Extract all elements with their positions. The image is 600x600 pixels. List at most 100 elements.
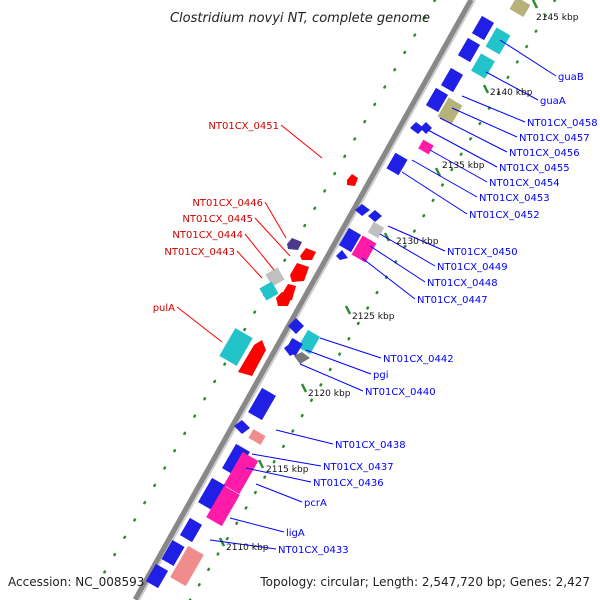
tick-label: 2110 kbp bbox=[226, 543, 269, 553]
outer-leader-line bbox=[299, 363, 364, 392]
gene-nt01cx-0444a bbox=[290, 263, 309, 282]
map-title: Clostridium novyi NT, complete genome bbox=[170, 11, 430, 26]
outer-gene-label: NT01CX_0442 bbox=[383, 354, 454, 365]
inner-leader-line bbox=[254, 217, 291, 257]
outer-gene-label: NT01CX_0458 bbox=[527, 118, 598, 129]
gene-tan-top bbox=[509, 0, 531, 18]
outer-leader-line bbox=[361, 257, 416, 300]
tick-label: 2120 kbp bbox=[308, 389, 351, 399]
outer-gene-label: NT01CX_0457 bbox=[519, 133, 590, 144]
gene-blue-top2 bbox=[457, 37, 481, 63]
genes-inner bbox=[219, 174, 358, 376]
tick-label: 2140 kbp bbox=[490, 88, 533, 98]
gene-blue-pgi bbox=[284, 342, 298, 356]
tick-label: 2115 kbp bbox=[266, 465, 309, 475]
inner-leader-line bbox=[280, 124, 323, 159]
gene-cyan-guab bbox=[471, 53, 495, 79]
outer-leader-line bbox=[275, 429, 334, 445]
gene-blue-liga bbox=[179, 517, 203, 543]
gene-blue-452 bbox=[355, 204, 370, 216]
inner-leader-line bbox=[264, 201, 287, 239]
outer-gene-label: NT01CX_0448 bbox=[427, 278, 498, 289]
outer-leader-line bbox=[245, 467, 312, 483]
outer-gene-label: NT01CX_0433 bbox=[278, 545, 349, 556]
outer-gene-label: NT01CX_0454 bbox=[489, 178, 560, 189]
outer-leader-line bbox=[429, 149, 488, 183]
inner-gene-label: pulA bbox=[153, 303, 175, 314]
gene-cyan-442 bbox=[297, 329, 321, 355]
outer-gene-label: ligA bbox=[286, 528, 305, 539]
outer-leader-line bbox=[439, 117, 508, 153]
inner-gene-label: NT01CX_0446 bbox=[192, 198, 263, 209]
outer-leader-line bbox=[461, 95, 526, 123]
outer-gene-label: guaA bbox=[540, 96, 566, 107]
outer-gene-label: NT01CX_0455 bbox=[499, 163, 570, 174]
gene-blue-455 bbox=[420, 122, 432, 134]
gene-grey-440 bbox=[294, 352, 310, 364]
tick-label: 2130 kbp bbox=[396, 237, 439, 247]
gene-labels: guaB guaA NT01CX_0458NT01CX_0457NT01CX_045… bbox=[153, 39, 598, 556]
gene-blue-437 bbox=[222, 443, 250, 477]
outer-gene-label: pgi bbox=[373, 370, 388, 381]
outer-gene-label: NT01CX_0456 bbox=[509, 148, 580, 159]
gene-nt01cx-0443b bbox=[259, 281, 279, 301]
gene-grey-449 bbox=[367, 221, 385, 239]
outer-leader-line bbox=[387, 225, 446, 252]
gene-blue-442a bbox=[288, 318, 304, 334]
gene-blue-450 bbox=[368, 210, 382, 222]
outer-gene-label: guaB bbox=[558, 72, 584, 83]
tick-label: 2125 kbp bbox=[352, 312, 395, 322]
gene-magenta-454 bbox=[418, 139, 434, 155]
outer-leader-line bbox=[305, 349, 372, 375]
outer-leader-line bbox=[485, 71, 539, 101]
gene-magenta-447 bbox=[351, 235, 377, 263]
outer-leader-line bbox=[229, 517, 285, 533]
gene-nt01cx-0445 bbox=[300, 248, 316, 260]
gene-magenta-436 bbox=[223, 452, 259, 494]
outer-gene-label: pcrA bbox=[304, 498, 327, 509]
outer-gene-label: NT01CX_0437 bbox=[323, 462, 394, 473]
outer-gene-label: NT01CX_0453 bbox=[479, 193, 550, 204]
gene-salmon-433 bbox=[170, 545, 204, 587]
outer-gene-label: NT01CX_0447 bbox=[417, 295, 488, 306]
outer-gene-label: NT01CX_0452 bbox=[469, 210, 540, 221]
gene-reddish bbox=[276, 292, 292, 306]
accession-label: Accession: NC_008593 bbox=[8, 575, 144, 589]
genome-backbone bbox=[132, 0, 476, 600]
outer-gene-label: NT01CX_0450 bbox=[447, 247, 518, 258]
gene-blue-438a bbox=[234, 420, 250, 434]
outer-leader-line bbox=[499, 39, 557, 77]
gene-blue-458 bbox=[425, 87, 449, 113]
gene-blue-guaa bbox=[440, 67, 464, 93]
gene-blue-pcra bbox=[198, 477, 226, 511]
tick-label: 2135 kbp bbox=[442, 161, 485, 171]
outer-gene-label: NT01CX_0440 bbox=[365, 387, 436, 398]
genes-outer bbox=[145, 0, 531, 589]
outer-leader-line bbox=[379, 233, 436, 267]
gene-nt01cx-0446 bbox=[287, 238, 302, 250]
gene-blue-top1 bbox=[471, 15, 495, 41]
outer-gene-label: NT01CX_0436 bbox=[313, 478, 384, 489]
outer-leader-line bbox=[411, 159, 478, 198]
outer-leader-line bbox=[209, 539, 277, 550]
outer-leader-line bbox=[319, 337, 382, 359]
outer-leader-line bbox=[427, 129, 498, 168]
gene-blue-433b bbox=[145, 563, 169, 589]
gene-blue-454b bbox=[386, 152, 408, 176]
outer-leader-line bbox=[401, 171, 468, 215]
gene-salmon-438 bbox=[248, 429, 266, 445]
tick-labels: 2145 kbp 2140 kbp 2135 kbp 2130 kbp 2125 kbp… bbox=[226, 13, 579, 553]
gene-nt01cx-0451 bbox=[347, 174, 358, 186]
genome-summary: Topology: circular; Length: 2,547,720 bp… bbox=[259, 575, 590, 589]
gene-pula bbox=[219, 328, 253, 366]
inner-gene-label: NT01CX_0444 bbox=[172, 230, 243, 241]
inner-leader-line bbox=[244, 233, 275, 271]
gene-blue-439a bbox=[248, 387, 276, 421]
tick-label: 2145 kbp bbox=[536, 13, 579, 23]
inner-gene-label: NT01CX_0445 bbox=[182, 214, 253, 225]
gene-magenta-pcra bbox=[206, 485, 240, 527]
outer-leader-line bbox=[251, 453, 322, 467]
gene-blue-456 bbox=[410, 122, 424, 134]
outer-gene-label: NT01CX_0449 bbox=[437, 262, 508, 273]
